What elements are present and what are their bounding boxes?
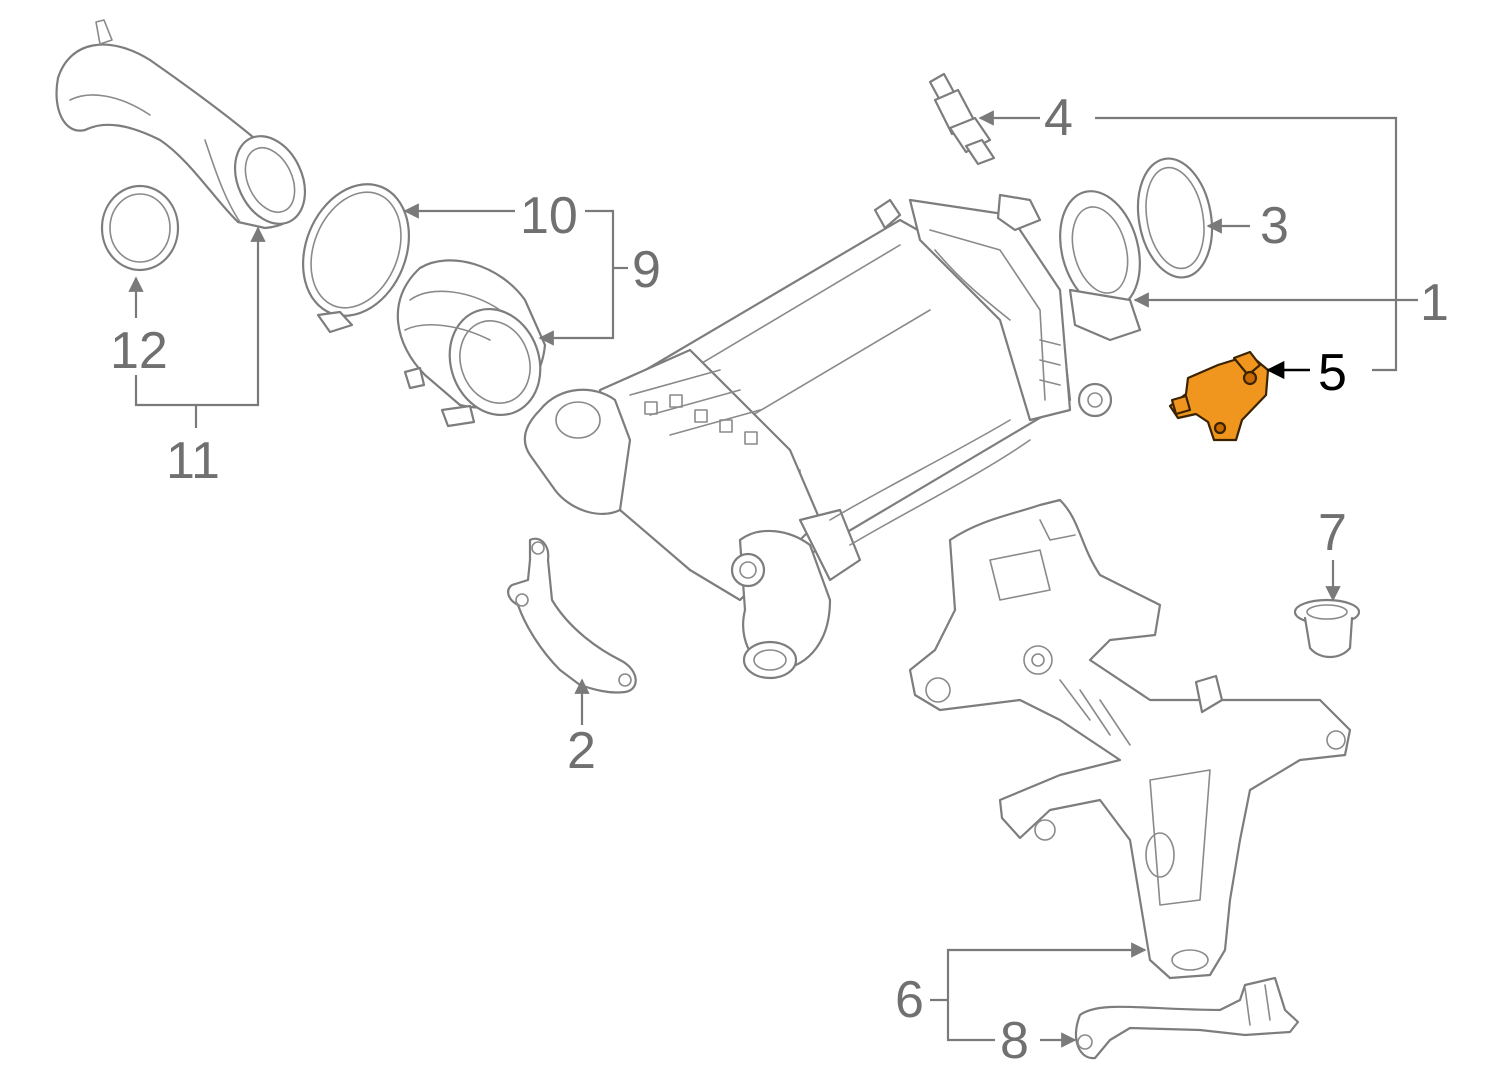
leader-9-bracket — [538, 209, 615, 346]
callout-1[interactable]: 1 — [1420, 274, 1449, 332]
leader-6-bracket — [946, 942, 1147, 1000]
callout-5[interactable]: 5 — [1318, 344, 1347, 402]
part-9-coupling-hose[interactable] — [396, 259, 555, 428]
callout-3[interactable]: 3 — [1260, 197, 1289, 255]
part-6-mounting-bracket[interactable] — [908, 498, 1352, 980]
part-4-temperature-sensor[interactable] — [928, 72, 996, 166]
part-10-hose-clamp[interactable] — [284, 168, 428, 334]
part-5-connector — [1232, 350, 1262, 377]
callout-12[interactable]: 12 — [110, 322, 168, 380]
callout-4[interactable]: 4 — [1044, 89, 1073, 147]
callout-6[interactable]: 6 — [895, 971, 924, 1029]
callout-9[interactable]: 9 — [632, 241, 661, 299]
leader-1-bracket — [1095, 116, 1398, 372]
part-11-charge-pipe[interactable] — [55, 19, 319, 235]
leader-8-bracket — [946, 1000, 995, 1042]
part-2-bracket[interactable] — [507, 537, 637, 694]
part-5-nozzle — [1170, 394, 1192, 416]
part-5-boost-pressure-sensor[interactable] — [1168, 350, 1270, 442]
part-8-support-bracket[interactable] — [1075, 976, 1300, 1060]
part-7-grommet[interactable] — [1293, 598, 1361, 659]
callout-10[interactable]: 10 — [520, 187, 578, 245]
callout-7[interactable]: 7 — [1318, 504, 1347, 562]
callout-8[interactable]: 8 — [1000, 1012, 1029, 1070]
part-5-bolt-hole-bottom — [1213, 421, 1227, 435]
part-1-intercooler[interactable] — [523, 182, 1152, 680]
part-12-seal-ring[interactable] — [100, 184, 180, 272]
callout-2[interactable]: 2 — [567, 722, 596, 780]
part-5-bolt-hole-top — [1242, 370, 1258, 386]
callout-11[interactable]: 11 — [166, 432, 220, 490]
part-3-seal-ring[interactable] — [1129, 153, 1221, 284]
